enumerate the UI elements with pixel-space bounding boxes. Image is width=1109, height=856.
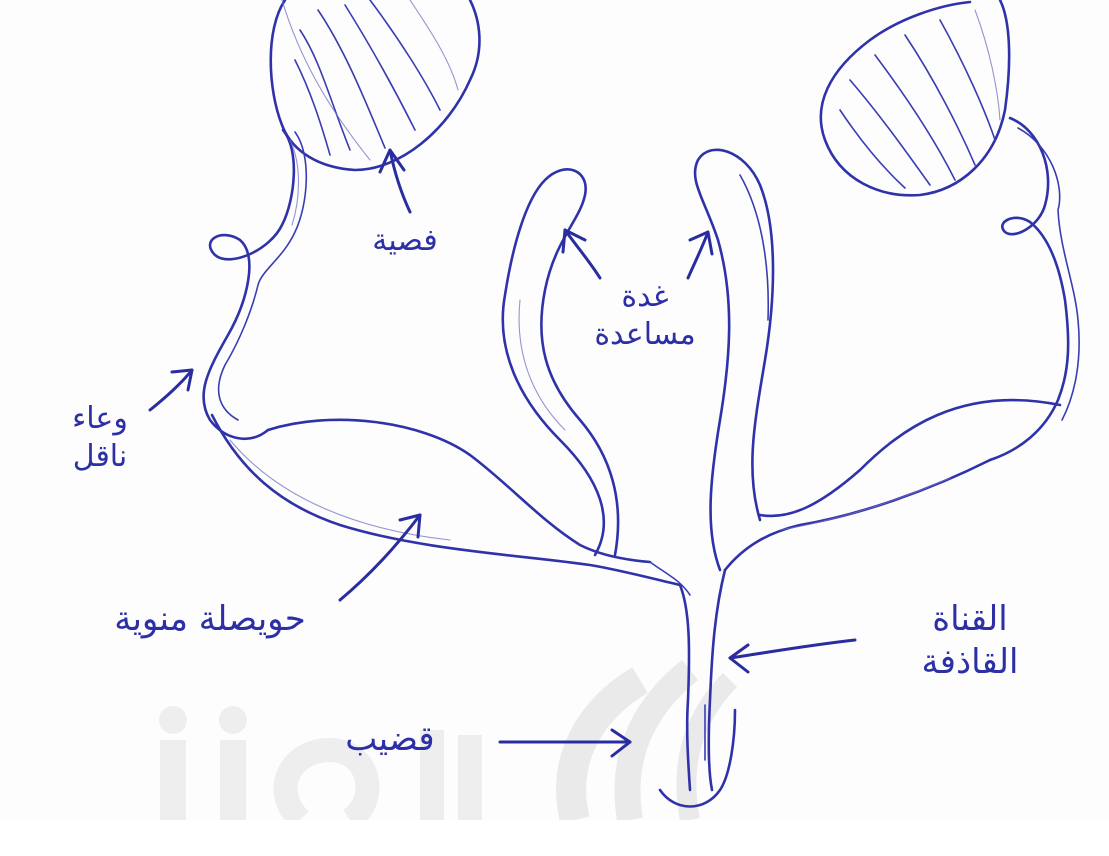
ejaculatory-duct [650, 562, 725, 790]
penis [660, 705, 735, 807]
label-vas-deferens: وعاء ناقل [40, 400, 160, 475]
arrow-ejaculatory-duct [730, 640, 855, 672]
label-lobule: فصية [345, 222, 465, 260]
right-lobule [821, 0, 1009, 195]
label-penis: قضيب [290, 718, 490, 761]
right-accessory-gland [695, 150, 773, 570]
reproductive-system-sketch [0, 0, 1109, 820]
arrow-accessory-gland-left [563, 230, 600, 278]
left-seminal-vesicle [212, 415, 680, 585]
diagram-canvas: فصية غدة مساعدة وعاء ناقل حويصلة منوية ا… [0, 0, 1109, 820]
label-seminal-vesicle: حويصلة منوية [30, 598, 390, 641]
right-seminal-vesicle [725, 400, 1060, 570]
label-accessory-gland: غدة مساعدة [570, 278, 720, 353]
arrow-accessory-gland-right [688, 232, 712, 278]
left-vas-deferens [203, 130, 306, 439]
right-vas-deferens [990, 118, 1079, 460]
label-ejaculatory-duct: القناة القاذفة [880, 598, 1060, 683]
arrow-penis [500, 730, 630, 756]
arrow-lobule [380, 150, 410, 212]
